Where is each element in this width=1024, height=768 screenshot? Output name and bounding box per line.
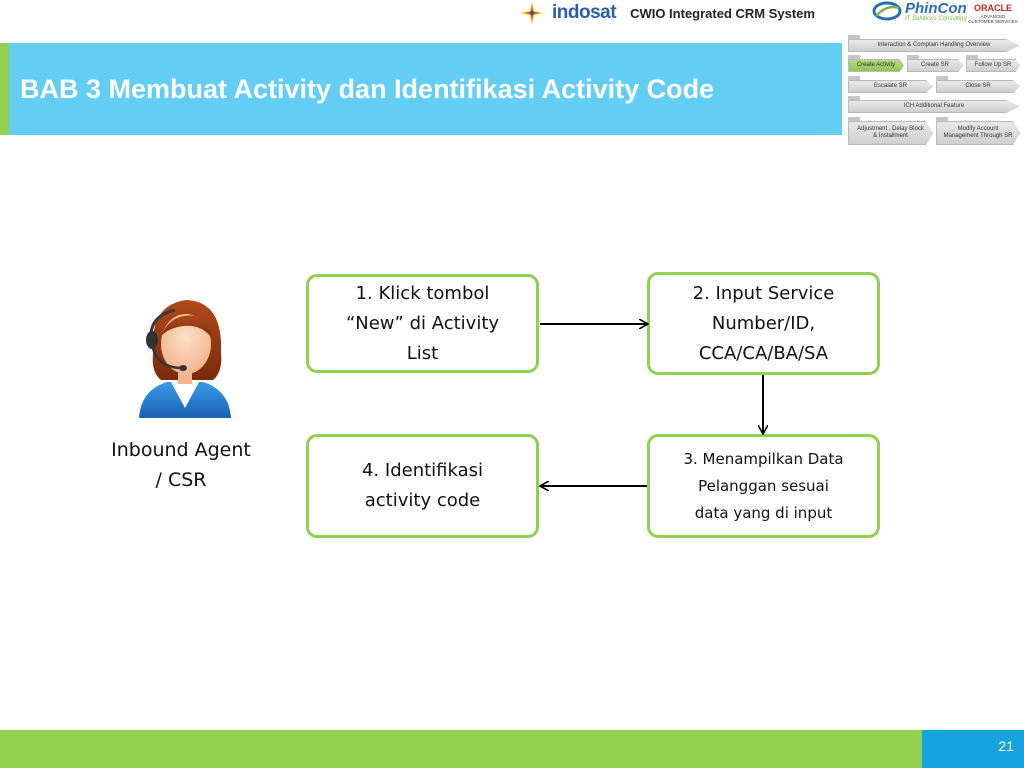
phincon-swoosh-icon [872, 1, 902, 21]
nav-tag [936, 117, 948, 121]
title-accent-stripe [0, 43, 9, 135]
nav-item-label: & Installment [873, 133, 908, 139]
oracle-logo: ORACLE ADVANCED CUSTOMER SERVICES [968, 4, 1018, 24]
page-number-box [922, 730, 1024, 768]
footer-bar [0, 730, 922, 768]
nav-item-label: Create Activity [856, 62, 896, 69]
nav-item-label: Follow Up SR [974, 62, 1012, 69]
nav-tag [848, 55, 860, 59]
nav-item-follow-up-sr[interactable]: Follow Up SR [966, 59, 1020, 72]
title-bar [0, 43, 842, 135]
oracle-logo-text: ORACLE [974, 3, 1012, 13]
nav-item-label: Modify Account [957, 126, 999, 133]
nav-tag [936, 76, 948, 80]
nav-item-escalate-sr[interactable]: Escalate SR [848, 80, 933, 93]
nav-item-adjustment[interactable]: Adjustment , Delay Block & Installment [848, 121, 933, 145]
nav-tag [848, 96, 860, 100]
step-text-line: 3. Menampilkan Data [683, 449, 844, 468]
header-logos: indosat CWIO Integrated CRM System [520, 0, 815, 26]
step-text-line: “New” di Activity [345, 312, 500, 334]
nav-tag [966, 55, 978, 59]
nav-item-create-activity[interactable]: Create Activity [848, 59, 904, 72]
step-text-line: List [406, 342, 439, 364]
step-text-line: Pelanggan sesuai [698, 476, 829, 495]
nav-item-label: Management Through SR [943, 133, 1013, 139]
step-4-box: 4. Identifikasi activity code [306, 434, 539, 538]
phincon-logo-text: PhinCon [905, 0, 967, 17]
phincon-logo: PhinCon IT Solutions Consulting [872, 0, 967, 22]
step-text-line: data yang di input [694, 503, 833, 522]
step-text-line: 1. Klick tombol [355, 282, 490, 304]
nav-item-label: Create SR [920, 62, 949, 69]
nav-item-label: ICH Additional Feature [903, 103, 965, 110]
system-title: CWIO Integrated CRM System [630, 5, 815, 21]
oracle-logo-subtitle: ADVANCED CUSTOMER SERVICES [968, 14, 1018, 24]
nav-tag [848, 117, 860, 121]
actor-label: Inbound Agent / CSR [95, 435, 267, 495]
step-text-line: Number/ID, [711, 312, 816, 334]
nav-item-overview[interactable]: Interaction & Complain Handling Overview [848, 39, 1020, 52]
step-1-box: 1. Klick tombol “New” di Activity List [306, 274, 539, 373]
nav-item-label: Interaction & Complain Handling Overview [877, 42, 991, 49]
headset-agent-icon [139, 300, 231, 418]
nav-tag [848, 76, 860, 80]
actor-label-line: / CSR [155, 469, 207, 491]
nav-item-modify-account[interactable]: Modify Account Management Through SR [936, 121, 1020, 145]
step-text-line: 4. Identifikasi [361, 460, 484, 481]
phincon-logo-subtitle: IT Solutions Consulting [905, 15, 967, 22]
nav-tag [848, 35, 860, 39]
indosat-star-icon [521, 2, 543, 24]
page-number: 21 [998, 738, 1014, 754]
nav-item-label: Adjustment , Delay Block [857, 126, 924, 133]
nav-item-close-sr[interactable]: Close SR [936, 80, 1020, 93]
nav-item-label: Escalate SR [873, 83, 907, 90]
step-text-line: CCA/CA/BA/SA [698, 342, 829, 364]
step-text-line: 2. Input Service [692, 282, 835, 304]
step-2-box: 2. Input Service Number/ID, CCA/CA/BA/SA [647, 272, 880, 375]
nav-item-create-sr[interactable]: Create SR [907, 59, 963, 72]
indosat-logo-text: indosat [552, 2, 617, 23]
actor-label-line: Inbound Agent [111, 439, 251, 461]
step-text-line: activity code [364, 490, 481, 511]
nav-item-label: Close SR [965, 83, 991, 90]
nav-tag [907, 55, 919, 59]
step-3-box: 3. Menampilkan Data Pelanggan sesuai dat… [647, 434, 880, 538]
process-navigation: Interaction & Complain Handling Overview… [843, 33, 1023, 148]
nav-item-ich-additional[interactable]: ICH Additional Feature [848, 100, 1020, 113]
slide-title: BAB 3 Membuat Activity dan Identifikasi … [20, 74, 715, 104]
